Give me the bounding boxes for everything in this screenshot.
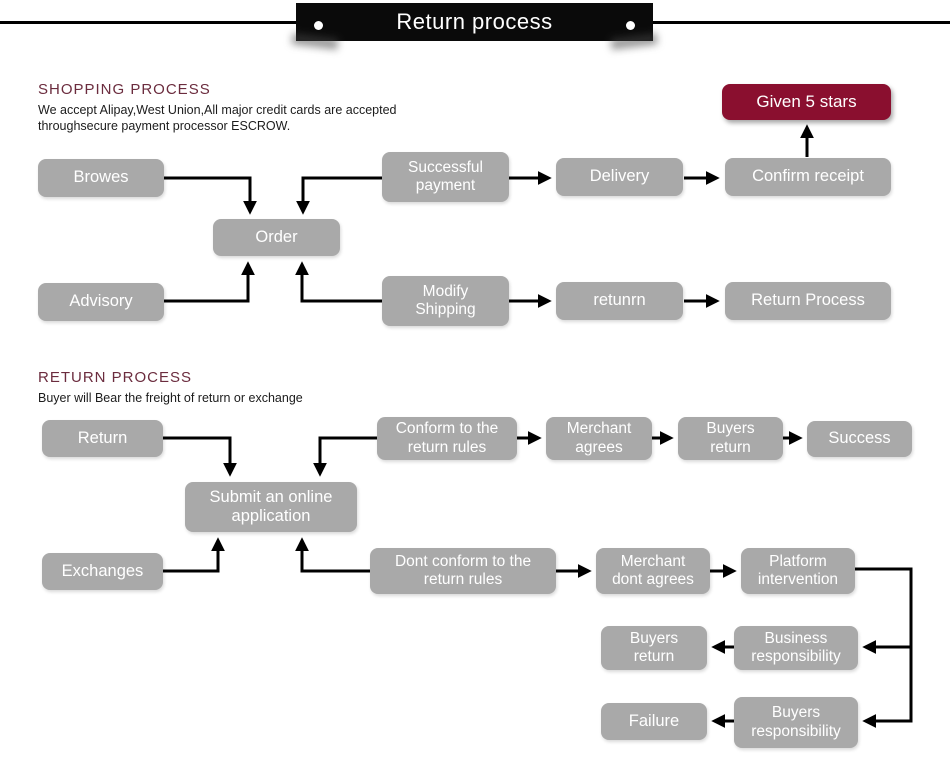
node-merchant-dont-agrees: Merchant dont agrees <box>596 548 710 594</box>
banner-dot-right-icon <box>626 21 635 30</box>
connector-advisory-order <box>164 261 255 303</box>
node-return: Return <box>42 420 163 457</box>
connector-successful-payment-order <box>296 176 382 215</box>
return-subtitle: Buyer will Bear the freight of return or… <box>38 391 303 405</box>
node-buyers-return: Buyers return <box>678 417 783 460</box>
node-retunrn: retunrn <box>556 282 683 320</box>
node-confirm-receipt: Confirm receipt <box>725 158 891 196</box>
node-successful-payment: Successful payment <box>382 152 509 202</box>
node-platform-intervention: Platform intervention <box>741 548 855 594</box>
connector-browes-order <box>164 176 257 215</box>
node-browes: Browes <box>38 159 164 197</box>
node-return-process: Return Process <box>725 282 891 320</box>
node-buyers-return-2: Buyers return <box>601 626 707 670</box>
node-merchant-agrees: Merchant agrees <box>546 417 652 460</box>
connector-return-submit <box>163 436 237 477</box>
node-given-5-stars: Given 5 stars <box>722 84 891 120</box>
node-success: Success <box>807 421 912 457</box>
node-submit-application: Submit an online application <box>185 482 357 532</box>
node-business-responsibility: Business responsibility <box>734 626 858 670</box>
node-advisory: Advisory <box>38 283 164 321</box>
node-modify-shipping: Modify Shipping <box>382 276 509 326</box>
title-banner: Return process <box>296 3 653 41</box>
node-exchanges: Exchanges <box>42 553 163 590</box>
return-process-heading: RETURN PROCESS <box>38 369 193 386</box>
node-buyers-responsibility: Buyers responsibility <box>734 697 858 748</box>
shopping-subtitle-line2: throughsecure payment processor ESCROW. <box>38 119 291 133</box>
banner-dot-left-icon <box>314 21 323 30</box>
node-delivery: Delivery <box>556 158 683 196</box>
connector-conform-submit <box>313 436 377 477</box>
shopping-process-heading: SHOPPING PROCESS <box>38 81 211 98</box>
node-dont-conform-rules: Dont conform to the return rules <box>370 548 556 594</box>
node-failure: Failure <box>601 703 707 740</box>
node-conform-rules: Conform to the return rules <box>377 417 517 460</box>
connector-exchanges-submit <box>163 537 225 573</box>
connector-platform-buyers-responsibility <box>855 567 913 728</box>
page-title: Return process <box>396 9 553 34</box>
connector-modify-shipping-order <box>295 261 382 303</box>
shopping-subtitle-line1: We accept Alipay,West Union,All major cr… <box>38 103 397 117</box>
node-order: Order <box>213 219 340 256</box>
connector-dont-conform-submit <box>295 537 370 573</box>
